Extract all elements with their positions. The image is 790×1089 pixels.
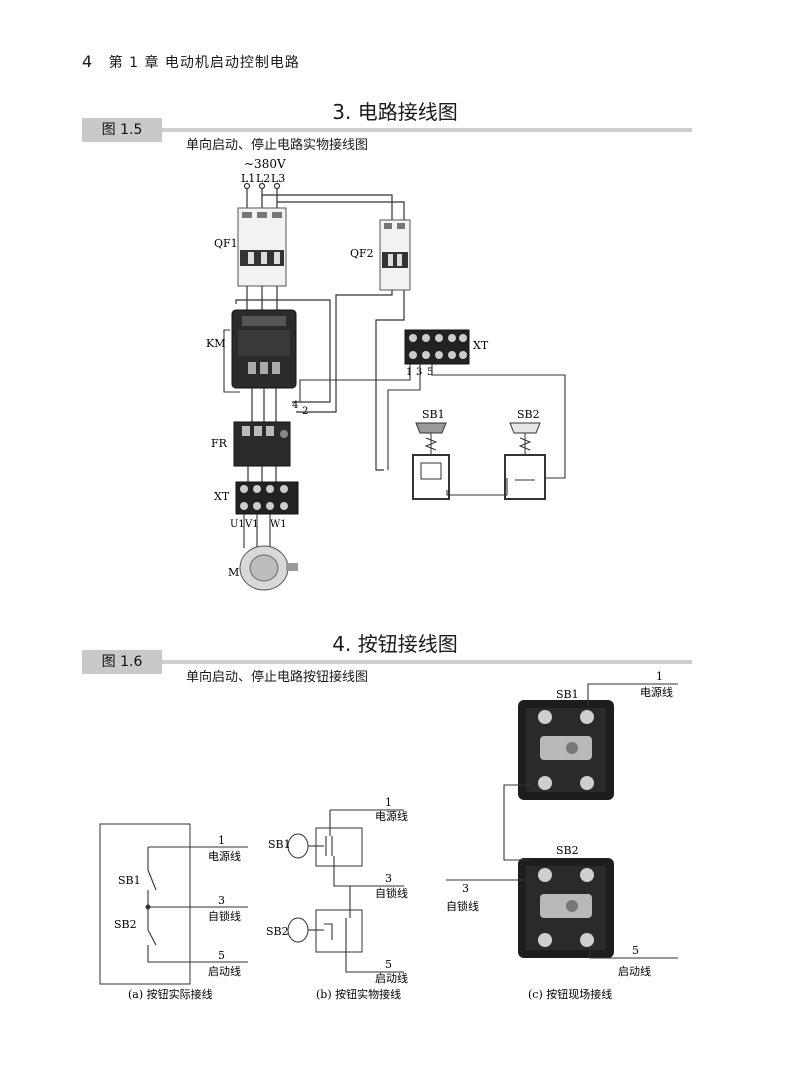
panel-a-wire1-label: 电源线 (208, 849, 241, 863)
panel-c-wire5-num: 5 (632, 944, 639, 957)
section-4-title: 4. 按钮接线图 (332, 632, 458, 656)
panel-c-caption: (c) 按钮现场接线 (528, 987, 612, 1001)
panel-a-wire5-num: 5 (218, 949, 225, 962)
panel-c-wire3-label: 自锁线 (446, 899, 479, 913)
sb1-label: SB1 (422, 408, 445, 421)
motor-label: M (228, 566, 239, 579)
motor-wires (243, 514, 271, 548)
qf1-label: QF1 (214, 237, 238, 250)
fr-xt-wires (247, 466, 277, 484)
xt-top-terminal (404, 329, 470, 365)
chapter-title: 第 1 章 电动机启动控制电路 (108, 55, 300, 71)
panel-b-caption: (b) 按钮实物接线 (316, 987, 401, 1001)
sb2-pushbutton (504, 422, 546, 500)
panel-c-wire5-label: 启动线 (618, 964, 651, 978)
w1-label: W1 (270, 519, 287, 530)
panel-c-wire3-num: 3 (462, 882, 469, 895)
qf1-breaker (237, 207, 287, 287)
panel-a-sb2-label: SB2 (114, 918, 137, 931)
panel-c-wire1-label: 电源线 (640, 685, 673, 699)
panel-b-sb1-label: SB1 (268, 838, 291, 851)
fr-overload-relay (233, 421, 291, 467)
fr-label: FR (211, 437, 228, 450)
panel-b-wire3-label: 自锁线 (375, 886, 408, 900)
l1-label: L1 (241, 172, 255, 185)
page-number: 4 (82, 52, 94, 71)
terminal-1-label: 1 (406, 367, 412, 378)
voltage-label: ~380V (244, 157, 286, 171)
panel-c-sb2-photo (518, 858, 614, 958)
sb1-pushbutton (412, 422, 450, 500)
control-wires (223, 329, 566, 496)
panel-c-sb2-label: SB2 (556, 844, 579, 857)
panel-a-wire3-num: 3 (218, 894, 225, 907)
figure-1-5-caption: 单向启动、停止电路实物接线图 (186, 138, 369, 153)
l3-label: L3 (271, 172, 285, 185)
panel-b-wire5-num: 5 (385, 958, 392, 971)
panel-b-wire5-label: 启动线 (375, 971, 408, 985)
terminal-5-label: 5 (427, 367, 433, 378)
v1-label: V1 (244, 519, 259, 530)
panel-b: SB1 SB2 1 电源线 3 自锁线 5 启动线 (b) 按钮实物接线 (266, 796, 408, 1001)
figure-1-6-caption: 单向启动、停止电路按钮接线图 (186, 670, 369, 685)
terminal-3-label: 3 (416, 367, 422, 378)
sb2-label: SB2 (517, 408, 540, 421)
wire-4-label: 4 (292, 400, 298, 411)
wire-2-label: 2 (302, 406, 308, 417)
km-label: KM (206, 337, 225, 350)
panel-b-wire1-label: 电源线 (375, 809, 408, 823)
xt-bottom-label: XT (214, 490, 230, 503)
figure-1-5-tag: 图 1.5 (82, 118, 162, 142)
l2-label: L2 (256, 172, 270, 185)
panel-a-wire3-label: 自锁线 (208, 909, 241, 923)
km-contactor (231, 309, 297, 389)
figure-1-5-rule (162, 128, 692, 132)
panel-a-wire1-num: 1 (218, 834, 225, 847)
panel-b-wire1-num: 1 (385, 796, 392, 809)
xt-top-label: XT (473, 339, 489, 352)
panel-b-wire3-num: 3 (385, 872, 392, 885)
motor (239, 545, 298, 591)
qf2-breaker (379, 219, 411, 291)
xt-bottom-terminal (235, 481, 299, 515)
section-3-title: 3. 电路接线图 (332, 100, 458, 124)
supply-wires (243, 182, 405, 220)
panel-b-sb2-label: SB2 (266, 925, 289, 938)
panel-c-sb1-photo (518, 700, 614, 800)
u1-label: U1 (230, 519, 245, 530)
panel-a-sb1-label: SB1 (118, 874, 141, 887)
running-header: 4 第 1 章 电动机启动控制电路 (82, 52, 300, 72)
panel-a-wire5-label: 启动线 (208, 964, 241, 978)
panel-a: SB1 SB2 1 电源线 3 自锁线 5 启动线 (a) 按钮实际接线 (99, 823, 248, 1001)
panel-c: SB1 SB2 1 电源线 3 自锁线 5 启动线 (c) 按钮现场接线 (446, 670, 678, 1001)
figure-1-6-rule (162, 660, 692, 664)
panel-c-sb1-label: SB1 (556, 688, 579, 701)
km-fr-wires (251, 388, 277, 422)
qf2-label: QF2 (350, 247, 374, 260)
power-wires (235, 286, 405, 471)
figure-1-6-tag: 图 1.6 (82, 650, 162, 674)
panel-c-wire1-num: 1 (656, 670, 663, 683)
panel-a-caption: (a) 按钮实际接线 (128, 987, 213, 1001)
